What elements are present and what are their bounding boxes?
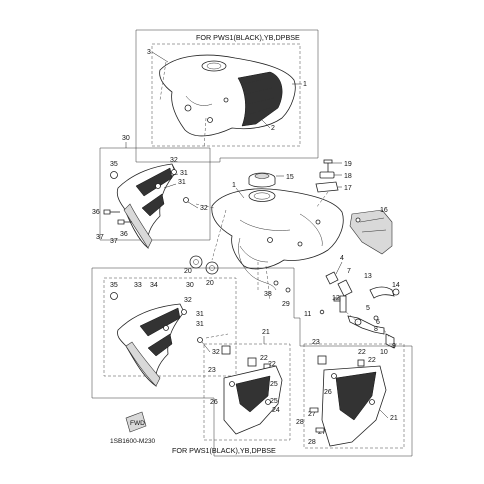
callout-7: 7 — [347, 268, 351, 275]
callout-23a: 23 — [208, 367, 216, 374]
callout-19: 19 — [344, 161, 352, 168]
top-variant-frame — [135, 29, 319, 163]
callout-31a: 31 — [180, 170, 188, 177]
callout-25b: 25 — [270, 398, 278, 405]
radiator-shroud-right: 23 22 22 26 27 27 28 28 21 — [296, 339, 405, 449]
callout-22a: 22 — [260, 355, 268, 362]
callout-20b: 20 — [206, 280, 214, 287]
callout-27b: 27 — [318, 429, 326, 436]
callout-24: 24 — [272, 407, 280, 414]
callout-13: 13 — [364, 273, 372, 280]
fwd-marker-text: FWD — [130, 420, 145, 427]
callout-12: 12 — [332, 295, 340, 302]
diagram-code: 1SB1600-M230 — [110, 438, 156, 445]
callout-35a: 35 — [110, 161, 118, 168]
bottom-group-caption: FOR PWS1(BLACK),YB,DPBSE — [172, 446, 276, 455]
radiator-shroud-left: 21 22 23 22 25 26 25 24 — [203, 329, 291, 441]
callout-1: 1 — [303, 81, 307, 88]
callout-3: 3 — [147, 49, 151, 56]
callout-38: 38 — [264, 291, 272, 298]
callout-22d: 22 — [368, 357, 376, 364]
left-side-cover-upper: 30 35 32 31 31 32 36 36 37 37 — [92, 135, 215, 249]
callout-22c: 22 — [358, 349, 366, 356]
callout-30a: 30 — [122, 135, 130, 142]
callout-tank-1: 1 — [232, 182, 236, 189]
side-bracket: 16 — [349, 207, 393, 255]
callout-16: 16 — [380, 207, 388, 214]
callout-20a: 20 — [184, 268, 192, 275]
callout-27a: 27 — [308, 411, 316, 418]
callout-32a: 32 — [170, 157, 178, 164]
callout-6: 6 — [376, 319, 380, 326]
callout-5: 5 — [366, 305, 370, 312]
callout-31b: 31 — [178, 179, 186, 186]
callout-34: 34 — [150, 282, 158, 289]
callout-29: 29 — [282, 301, 290, 308]
callout-4: 4 — [340, 255, 344, 262]
shroud-right-frame — [303, 343, 405, 449]
callout-28a: 28 — [296, 419, 304, 426]
callout-17: 17 — [344, 185, 352, 192]
callout-31c: 31 — [196, 311, 204, 318]
fuel-cap: 15 — [248, 172, 294, 188]
top-group-caption: FOR PWS1(BLACK),YB,DPBSE — [196, 33, 300, 42]
callout-9: 9 — [392, 343, 396, 350]
callout-21a: 21 — [262, 329, 270, 336]
callout-18: 18 — [344, 173, 352, 180]
callout-15: 15 — [286, 174, 294, 181]
fwd-marker: FWD — [125, 411, 147, 433]
callout-37a: 37 — [96, 234, 104, 241]
callout-22b: 22 — [268, 361, 276, 368]
callout-35b: 35 — [110, 282, 118, 289]
callout-28b: 28 — [308, 439, 316, 446]
tank-mount-hardware: 19 18 17 — [315, 159, 352, 209]
callout-31d: 31 — [196, 321, 204, 328]
callout-32c: 32 — [184, 297, 192, 304]
tank-hoses: 38 29 — [238, 237, 291, 308]
callout-14: 14 — [392, 282, 400, 289]
top-variant-group: FOR PWS1(BLACK),YB,DPBSE 1 2 3 — [135, 29, 319, 163]
callout-10: 10 — [380, 349, 388, 356]
callout-36b: 36 — [120, 231, 128, 238]
callout-32d: 32 — [212, 349, 220, 356]
top-variant-inner-frame — [151, 43, 301, 147]
callout-37b: 37 — [110, 238, 118, 245]
callout-26a: 26 — [210, 399, 218, 406]
fuel-tank: 1 — [211, 182, 344, 301]
callout-2: 2 — [271, 125, 275, 132]
callout-8: 8 — [374, 326, 378, 333]
callout-33: 33 — [134, 282, 142, 289]
shroud-frame — [203, 343, 291, 441]
lower-variant-frame — [91, 267, 413, 457]
callout-25a: 25 — [270, 381, 278, 388]
callout-26b: 26 — [324, 389, 332, 396]
callout-21b: 21 — [390, 415, 398, 422]
callout-36a: 36 — [92, 209, 100, 216]
side-cover-frame-upper — [99, 147, 211, 241]
callout-11: 11 — [304, 311, 311, 318]
callout-30b: 30 — [186, 282, 194, 289]
lower-variant-group: 35 33 34 30 32 31 31 32 — [91, 267, 413, 457]
fuel-cock-assembly: 4 7 12 11 13 14 5 6 8 9 10 — [304, 255, 400, 356]
black-tank-cover — [159, 54, 296, 149]
callout-32b: 32 — [200, 205, 208, 212]
callout-23b: 23 — [312, 339, 320, 346]
